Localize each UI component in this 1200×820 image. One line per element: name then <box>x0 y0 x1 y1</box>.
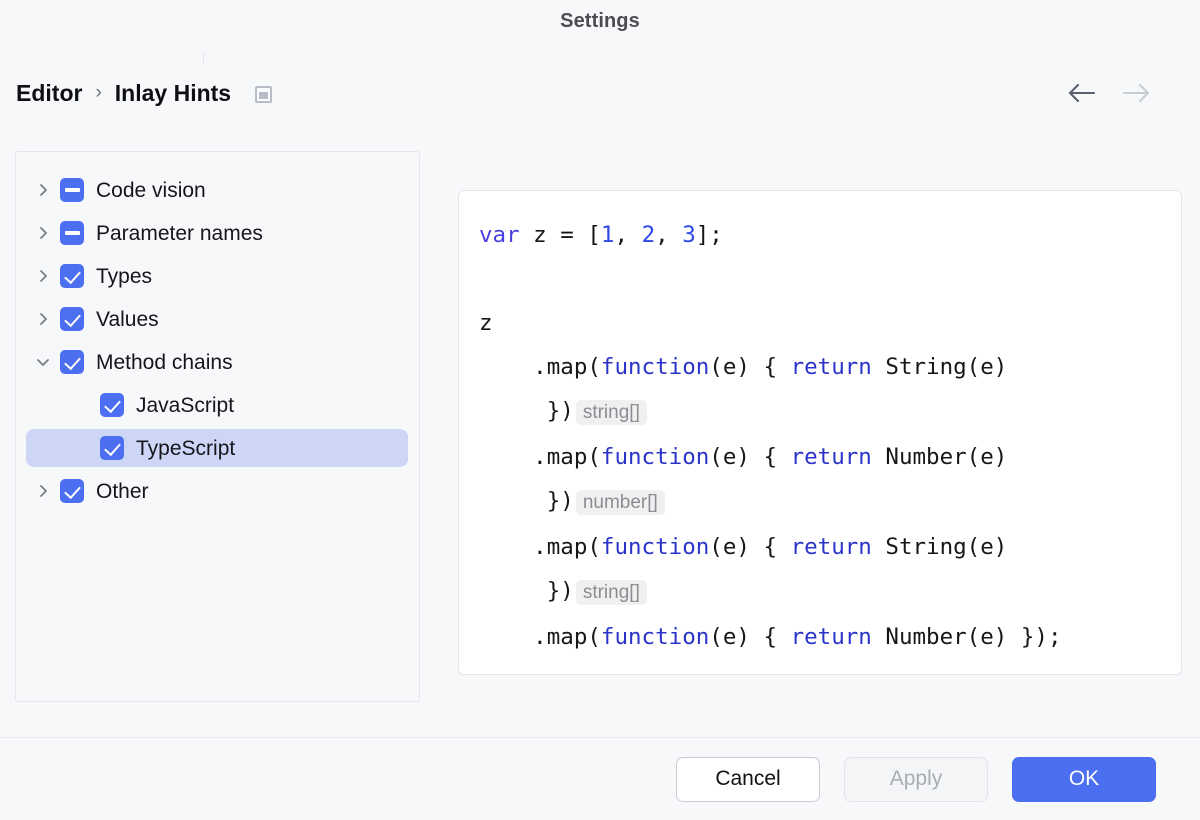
twisty-placeholder <box>66 429 100 467</box>
code-token: Number(e) <box>871 444 1008 470</box>
tree-item-code-vision[interactable]: Code vision <box>26 171 408 209</box>
code-token: function <box>600 534 710 560</box>
navigation-arrows <box>1066 78 1152 108</box>
code-token: .map( <box>479 624 601 650</box>
chevron-right-icon[interactable] <box>26 214 60 252</box>
inlay-hint-badge: string[] <box>575 400 647 425</box>
apply-button: Apply <box>844 756 988 802</box>
breadcrumb-item-inlay-hints[interactable]: Inlay Hints <box>114 79 232 106</box>
code-token: String(e) <box>871 534 1008 560</box>
dialog-footer: Cancel Apply OK <box>0 738 1200 820</box>
code-token: return <box>790 534 872 560</box>
inlay-hint-badge: string[] <box>575 580 647 605</box>
code-token: (e) { <box>709 444 791 470</box>
code-token: }) <box>479 488 574 514</box>
code-token: z <box>479 310 493 336</box>
twisty-placeholder <box>66 386 100 424</box>
code-token: (e) { <box>709 354 791 380</box>
code-token: 3 <box>682 222 696 248</box>
chevron-down-icon[interactable] <box>26 343 60 381</box>
code-line: })number[] <box>479 479 1161 525</box>
arrow-left-icon[interactable] <box>1066 78 1098 108</box>
tree-item-types[interactable]: Types <box>26 257 408 295</box>
breadcrumb: Editor › Inlay Hints <box>16 76 273 110</box>
code-line <box>479 257 1161 301</box>
footer-divider <box>0 737 1200 738</box>
cancel-button[interactable]: Cancel <box>676 756 820 802</box>
inlay-hint-badge: number[] <box>575 490 665 515</box>
code-token: }) <box>479 398 574 424</box>
checkbox-checked[interactable] <box>60 307 84 331</box>
code-token: , <box>614 222 642 248</box>
chevron-right-icon[interactable] <box>26 300 60 338</box>
code-token: 2 <box>641 222 656 248</box>
tree-item-values[interactable]: Values <box>26 300 408 338</box>
code-token: String(e) <box>871 354 1008 380</box>
checkbox-checked[interactable] <box>60 264 84 288</box>
checkbox-indeterminate[interactable] <box>60 221 84 245</box>
code-token: 1 <box>600 222 615 248</box>
tree-item-label: Other <box>96 479 149 503</box>
checkbox-indeterminate[interactable] <box>60 178 84 202</box>
checkbox-checked[interactable] <box>100 436 124 460</box>
tree-item-label: Method chains <box>96 350 233 374</box>
checkbox-checked[interactable] <box>100 393 124 417</box>
code-token: function <box>600 354 710 380</box>
code-line: var z = [1, 2, 3]; <box>479 213 1161 257</box>
settings-window-icon[interactable] <box>255 86 273 103</box>
chevron-right-icon[interactable] <box>26 257 60 295</box>
code-token: Number(e) }); <box>871 624 1062 650</box>
code-token: return <box>790 444 872 470</box>
tree-item-typescript[interactable]: TypeScript <box>26 429 408 467</box>
arrow-right-icon <box>1120 78 1152 108</box>
checkbox-checked[interactable] <box>60 479 84 503</box>
code-token: (e) { <box>709 624 791 650</box>
code-line: .map(function(e) { return Number(e) }); <box>479 615 1161 659</box>
breadcrumb-item-editor[interactable]: Editor <box>16 79 83 106</box>
code-token: }) <box>479 578 574 604</box>
code-line: .map(function(e) { return String(e) <box>479 345 1161 389</box>
page-title: Settings <box>560 10 640 32</box>
tree-item-label: Code vision <box>96 178 206 202</box>
tree-item-javascript[interactable]: JavaScript <box>26 386 408 424</box>
checkbox-checked[interactable] <box>60 350 84 374</box>
code-token: .map( <box>479 534 601 560</box>
code-token: var <box>479 222 520 248</box>
tree-item-label: JavaScript <box>136 393 235 417</box>
code-token: return <box>790 624 872 650</box>
tree-item-label: Parameter names <box>96 221 263 245</box>
code-preview-text: var z = [1, 2, 3];z .map(function(e) { r… <box>479 213 1161 659</box>
code-token: .map( <box>479 444 601 470</box>
code-token: , <box>655 222 683 248</box>
ok-button[interactable]: OK <box>1012 756 1156 802</box>
code-token: function <box>600 444 710 470</box>
code-line: .map(function(e) { return Number(e) <box>479 435 1161 479</box>
tree-item-other[interactable]: Other <box>26 472 408 510</box>
code-token: return <box>790 354 872 380</box>
breadcrumb-separator-icon: › <box>95 82 102 103</box>
tree-item-parameter-names[interactable]: Parameter names <box>26 214 408 252</box>
tree-item-label: Types <box>96 264 153 288</box>
code-token: function <box>600 624 710 650</box>
code-preview-panel: var z = [1, 2, 3];z .map(function(e) { r… <box>458 190 1182 675</box>
chevron-right-icon[interactable] <box>26 171 60 209</box>
code-line: .map(function(e) { return String(e) <box>479 525 1161 569</box>
code-line: })string[] <box>479 569 1161 615</box>
chevron-right-icon[interactable] <box>26 472 60 510</box>
breadcrumb-tick-marker <box>203 52 204 64</box>
tree-item-label: TypeScript <box>136 436 236 460</box>
code-token: z = [ <box>519 222 601 248</box>
code-line: z <box>479 301 1161 345</box>
code-token: (e) { <box>709 534 791 560</box>
code-token: .map( <box>479 354 601 380</box>
code-line: })string[] <box>479 389 1161 435</box>
tree-item-method-chains[interactable]: Method chains <box>26 343 408 381</box>
tree-item-label: Values <box>96 307 159 331</box>
code-token: ]; <box>695 222 723 248</box>
